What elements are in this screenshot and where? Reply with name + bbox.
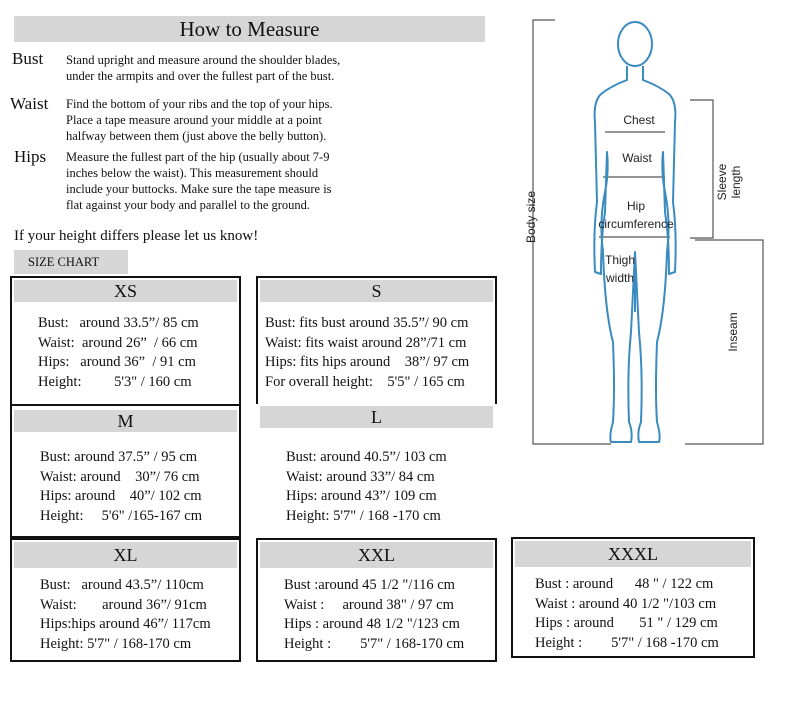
size-chart-label: SIZE CHART [14,250,128,274]
size-name: XXXL [515,541,751,567]
size-line: Waist: around 33”/ 84 cm [286,468,435,485]
size-line: Bust :around 45 1/2 "/116 cm [284,577,455,593]
bust-line: Stand upright and measure around the sho… [66,53,341,67]
hip-label-line1: Hip [627,199,645,213]
body-figure-illustration: Chest Waist Hip circumference Thigh widt… [524,19,764,445]
size-details: Bust :around 45 1/2 "/116 cm Waist : aro… [284,576,495,654]
body-size-label: Body size [524,191,538,243]
size-box-xxxl: XXXL Bust : around 48 " / 122 cm Waist :… [511,537,755,658]
size-name: M [14,410,237,432]
bust-line: under the armpits and over the fullest p… [66,69,335,83]
size-box-xl: XL Bust: around 43.5”/ 110cm Waist: arou… [10,538,241,662]
size-line: Height: 5'6" /165-167 cm [40,507,202,524]
size-line: Waist: around 36”/ 91cm [40,596,207,613]
size-box-xs: XS Bust: around 33.5”/ 85 cm Waist: arou… [10,276,241,406]
size-line: Waist: around 30”/ 76 cm [40,468,200,485]
sleeve-length-guide [690,99,714,239]
page-title: How to Measure [14,16,485,42]
hips-line: flat against your body and parallel to t… [66,198,311,212]
waist-term: Waist [10,94,49,113]
hips-line: inches below the waist). This measuremen… [66,166,319,180]
height-note: If your height differs please let us kno… [14,228,259,244]
size-line: Bust: around 37.5” / 95 cm [40,449,198,465]
size-line: Bust: around 43.5”/ 110cm [40,577,204,593]
size-details: Bust: around 37.5” / 95 cm Waist: around… [40,448,239,526]
size-details: Bust: around 43.5”/ 110cm Waist: around … [40,576,239,654]
figure-outline [593,21,677,443]
size-line: Hips: fits hips around 38”/ 97 cm [265,354,470,370]
sleeve-label-line1: Sleeve [715,163,729,200]
size-details: Bust: around 33.5”/ 85 cm Waist: around … [38,314,239,392]
size-line: Hips : around 48 1/2 "/123 cm [284,616,460,632]
size-line: Height: 5'7" / 168 -170 cm [286,507,441,524]
size-box-m: M Bust: around 37.5” / 95 cm Waist: arou… [10,404,241,538]
hips-term: Hips [14,147,47,166]
size-line: Hips: around 40”/ 102 cm [40,488,202,504]
chest-label: Chest [623,113,655,127]
waist-label: Waist [622,151,652,165]
size-line: Hips:hips around 46”/ 117cm [40,616,211,632]
size-line: Waist: fits waist around 28”/71 cm [265,334,467,351]
thigh-label-line1: Thigh [605,253,635,267]
size-line: For overall height: 5'5" / 165 cm [265,373,465,390]
waist-line: halfway between them (just above the bel… [66,129,327,143]
size-details: Bust : around 48 " / 122 cm Waist : arou… [535,575,753,653]
hip-label-line2: circumference [598,217,674,231]
bust-description: Stand upright and measure around the sho… [66,52,340,84]
size-name: XL [14,542,237,568]
size-details: Bust: fits bust around 35.5”/ 90 cm Wais… [265,314,495,392]
size-line: Bust: around 40.5”/ 103 cm [286,449,447,465]
size-line: Waist: around 26” / 66 cm [38,334,198,351]
size-details: Bust: around 40.5”/ 103 cm Waist: around… [286,448,495,526]
size-line: Hips : around 51 " / 129 cm [535,615,718,631]
size-line: Hips: around 36” / 91 cm [38,354,196,370]
waist-line: Find the bottom of your ribs and the top… [66,97,333,111]
inseam-label: Inseam [726,312,740,351]
size-name: S [260,280,493,302]
size-name: XXL [260,542,493,568]
inseam-guide [685,239,764,445]
size-name: L [260,406,493,428]
size-line: Waist : around 38" / 97 cm [284,596,454,613]
size-line: Hips: around 43”/ 109 cm [286,488,437,504]
body-size-guide [532,19,611,445]
head-shape [617,21,653,67]
size-line: Height : 5'7" / 168 -170 cm [535,634,719,651]
size-name: XS [14,280,237,302]
guide-lines [532,19,764,445]
bust-term: Bust [12,49,44,68]
hips-description: Measure the fullest part of the hip (usu… [66,149,332,213]
size-line: Bust : around 48 " / 122 cm [535,576,714,592]
waist-line: Place a tape measure around your middle … [66,113,322,127]
thigh-label-line2: width [605,271,634,285]
size-box-s: S Bust: fits bust around 35.5”/ 90 cm Wa… [256,276,497,406]
size-line: Height: 5'3" / 160 cm [38,373,192,390]
size-line: Waist : around 40 1/2 "/103 cm [535,595,717,612]
size-line: Height: 5'7" / 168-170 cm [40,635,192,652]
hips-line: include your buttocks. Make sure the tap… [66,182,332,196]
size-line: Bust: fits bust around 35.5”/ 90 cm [265,315,469,331]
size-box-l: L Bust: around 40.5”/ 103 cm Waist: arou… [256,404,497,538]
hips-line: Measure the fullest part of the hip (usu… [66,150,330,164]
sleeve-label-line2: length [729,166,743,199]
size-box-xxl: XXL Bust :around 45 1/2 "/116 cm Waist :… [256,538,497,662]
size-line: Height : 5'7" / 168-170 cm [284,635,465,652]
size-line: Bust: around 33.5”/ 85 cm [38,315,199,331]
waist-description: Find the bottom of your ribs and the top… [66,96,333,144]
